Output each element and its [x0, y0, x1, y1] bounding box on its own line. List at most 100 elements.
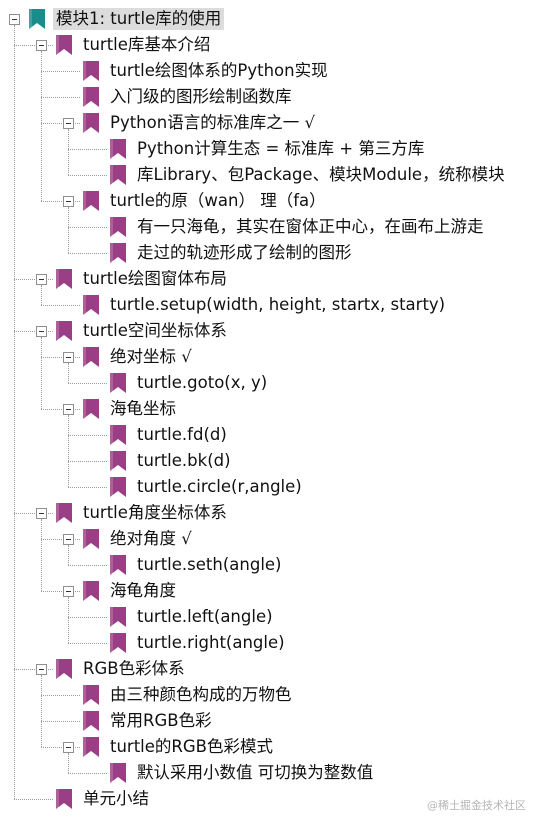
tree-connector-horizontal	[68, 617, 107, 618]
tree-root-node[interactable]: 模块1: turtle库的使用	[28, 6, 225, 32]
collapse-toggle-icon[interactable]	[63, 404, 74, 415]
node-label: turtle.bk(d)	[137, 451, 231, 470]
tree-connector-horizontal	[41, 123, 80, 124]
collapse-toggle-icon[interactable]	[9, 14, 20, 25]
collapse-toggle-icon[interactable]	[63, 586, 74, 597]
collapse-toggle-icon[interactable]	[63, 352, 74, 363]
bookmark-icon	[83, 529, 99, 549]
tree-connector-horizontal	[41, 97, 80, 98]
node-label: 模块1: turtle库的使用	[53, 8, 225, 30]
tree-connector-horizontal	[41, 539, 80, 540]
bookmark-icon	[83, 685, 99, 705]
tree-node[interactable]: turtle的原（wan） 理（fa）	[82, 188, 329, 214]
tree-node[interactable]: Python计算生态 = 标准库 + 第三方库	[109, 136, 427, 162]
watermark: @稀土掘金技术社区	[427, 799, 526, 812]
tree-node[interactable]: turtle.fd(d)	[109, 422, 230, 448]
tree-connector-vertical	[14, 25, 15, 799]
tree-connector-vertical	[68, 129, 69, 175]
tree-connector-horizontal	[68, 565, 107, 566]
tree-node[interactable]: 入门级的图形绘制函数库	[82, 84, 295, 110]
bookmark-icon	[110, 763, 126, 783]
tree-connector-vertical	[41, 285, 42, 305]
tree-connector-horizontal	[68, 175, 107, 176]
tree-node[interactable]: turtle的RGB色彩模式	[82, 734, 276, 760]
node-label: 绝对坐标 √	[110, 347, 192, 366]
node-label: turtle.goto(x, y)	[137, 373, 268, 392]
collapse-toggle-icon[interactable]	[36, 326, 47, 337]
node-label: turtle空间坐标体系	[83, 321, 227, 340]
bookmark-icon	[110, 139, 126, 159]
node-label: 绝对角度 √	[110, 529, 192, 548]
collapse-toggle-icon[interactable]	[36, 40, 47, 51]
tree-node[interactable]: 海龟坐标	[82, 396, 179, 422]
tree-node[interactable]: turtle绘图体系的Python实现	[82, 58, 331, 84]
tree-node[interactable]: 走过的轨迹形成了绘制的图形	[109, 240, 355, 266]
tree-node[interactable]: 由三种颜色构成的万物色	[82, 682, 295, 708]
collapse-toggle-icon[interactable]	[36, 664, 47, 675]
bookmark-icon	[83, 87, 99, 107]
tree-node[interactable]: turtle.setup(width, height, startx, star…	[82, 292, 448, 318]
collapse-toggle-icon[interactable]	[63, 196, 74, 207]
bookmark-icon	[83, 113, 99, 133]
tree-node[interactable]: turtle.bk(d)	[109, 448, 234, 474]
tree-node[interactable]: RGB色彩体系	[55, 656, 188, 682]
bookmark-icon	[83, 711, 99, 731]
tree-node[interactable]: 有一只海龟，其实在窗体正中心，在画布上游走	[109, 214, 487, 240]
tree-node[interactable]: turtle.goto(x, y)	[109, 370, 270, 396]
collapse-toggle-icon[interactable]	[36, 508, 47, 519]
collapse-toggle-icon[interactable]	[36, 274, 47, 285]
tree-connector-horizontal	[41, 591, 80, 592]
tree-node[interactable]: Python语言的标准库之一 √	[82, 110, 318, 136]
tree-node[interactable]: 库Library、包Package、模块Module，统称模块	[109, 162, 508, 188]
tree-node[interactable]: turtle.circle(r,angle)	[109, 474, 305, 500]
tree-connector-horizontal	[68, 487, 107, 488]
node-label: 海龟角度	[110, 581, 176, 600]
bookmark-icon	[83, 61, 99, 81]
node-label: 由三种颜色构成的万物色	[110, 685, 292, 704]
bookmark-icon	[110, 217, 126, 237]
tree-connector-vertical	[41, 675, 42, 747]
tree-connector-vertical	[68, 597, 69, 643]
tree-node[interactable]: turtle库基本介绍	[55, 32, 213, 58]
node-label: 常用RGB色彩	[110, 711, 212, 730]
collapse-toggle-icon[interactable]	[63, 742, 74, 753]
tree-connector-horizontal	[14, 669, 53, 670]
tree-connector-vertical	[41, 51, 42, 201]
collapse-toggle-icon[interactable]	[63, 118, 74, 129]
bookmark-icon	[110, 477, 126, 497]
tree-node[interactable]: turtle角度坐标体系	[55, 500, 230, 526]
node-label: Python语言的标准库之一 √	[110, 113, 315, 132]
tree-connector-horizontal	[68, 435, 107, 436]
bookmark-icon	[56, 321, 72, 341]
tree-connector-horizontal	[68, 383, 107, 384]
bookmark-icon	[110, 451, 126, 471]
tree-node[interactable]: 常用RGB色彩	[82, 708, 215, 734]
tree-node[interactable]: turtle绘图窗体布局	[55, 266, 230, 292]
tree-node[interactable]: turtle.seth(angle)	[109, 552, 285, 578]
tree-connector-vertical	[68, 207, 69, 253]
tree-connector-vertical	[41, 519, 42, 591]
tree-node[interactable]: 海龟角度	[82, 578, 179, 604]
tree-node[interactable]: turtle.left(angle)	[109, 604, 276, 630]
node-label: 入门级的图形绘制函数库	[110, 87, 292, 106]
tree-connector-horizontal	[41, 305, 80, 306]
bookmark-icon	[83, 399, 99, 419]
tree-connector-horizontal	[68, 773, 107, 774]
node-label: Python计算生态 = 标准库 + 第三方库	[137, 139, 425, 158]
tree-node[interactable]: 单元小结	[55, 786, 152, 812]
bookmark-icon	[83, 295, 99, 315]
collapse-toggle-icon[interactable]	[63, 534, 74, 545]
bookmark-icon	[83, 347, 99, 367]
tree-connector-horizontal	[41, 409, 80, 410]
tree-connector-horizontal	[14, 799, 53, 800]
tree-node[interactable]: 绝对坐标 √	[82, 344, 195, 370]
tree-connector-horizontal	[41, 721, 80, 722]
node-label: turtle的原（wan） 理（fa）	[110, 191, 326, 210]
tree-connector-horizontal	[41, 201, 80, 202]
tree-node[interactable]: turtle空间坐标体系	[55, 318, 230, 344]
tree-node[interactable]: 默认采用小数值 可切换为整数值	[109, 760, 376, 786]
node-label: 默认采用小数值 可切换为整数值	[137, 763, 374, 782]
tree-node[interactable]: 绝对角度 √	[82, 526, 195, 552]
node-label: 库Library、包Package、模块Module，统称模块	[137, 165, 505, 184]
tree-node[interactable]: turtle.right(angle)	[109, 630, 288, 656]
